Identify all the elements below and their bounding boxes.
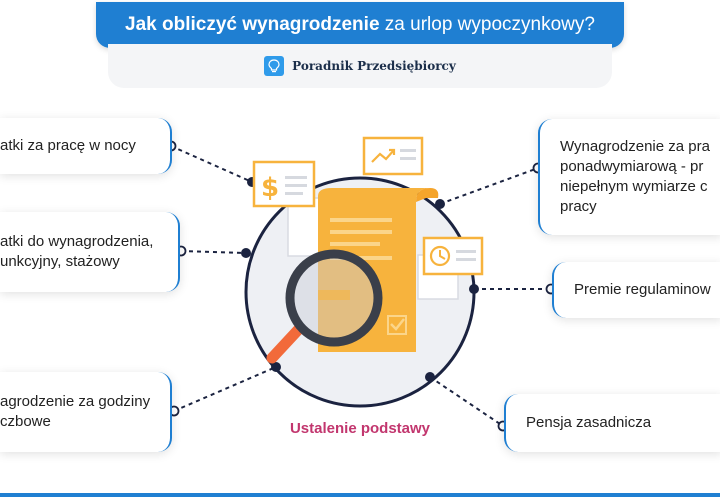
connector-left-3: [173, 366, 277, 412]
card-left-3: agrodzenie za godziny czbowe: [0, 372, 172, 452]
card-right-2-label: Premie regulaminow: [574, 281, 711, 298]
card-right-1-label: Wynagrodzenie za pra ponadwymiarową - pr…: [560, 138, 710, 215]
card-left-1-label: atki za pracę w nocy: [0, 137, 136, 154]
bottom-accent-line: [0, 493, 720, 497]
title-banner: Jak obliczyć wynagrodzenie za urlop wypo…: [96, 2, 624, 48]
clock-card-icon: [422, 236, 484, 276]
card-right-2: Premie regulaminow: [552, 262, 720, 318]
magnifying-glass-icon: [266, 249, 383, 364]
node-inner-left-3: [271, 362, 281, 372]
node-inner-right-1: [435, 199, 445, 209]
node-inner-right-3: [425, 372, 435, 382]
connector-right-3: [429, 376, 504, 427]
card-left-2-label: atki do wynagrodzenia, unkcyjny, stażowy: [0, 233, 154, 270]
card-left-1: atki za pracę w nocy: [0, 118, 172, 174]
connector-left-2: [180, 250, 247, 254]
card-right-1: Wynagrodzenie za pra ponadwymiarową - pr…: [538, 119, 720, 235]
card-right-3: Pensja zasadnicza: [504, 394, 720, 452]
svg-text:$: $: [261, 173, 279, 203]
title-bold: Jak obliczyć wynagrodzenie: [125, 14, 380, 35]
connector-left-1: [170, 145, 253, 183]
lightbulb-logo-icon: [264, 56, 285, 76]
card-left-2: atki do wynagrodzenia, unkcyjny, stażowy: [0, 212, 180, 292]
card-left-3-label: agrodzenie za godziny czbowe: [0, 393, 151, 430]
connector-right-1: [439, 167, 539, 205]
node-inner-right-2: [469, 284, 479, 294]
title-rest: za urlop wypoczynkowy?: [379, 14, 595, 35]
brand-bar: Poradnik Przedsiębiorcy: [108, 44, 612, 88]
brand-name: Poradnik Przedsiębiorcy: [292, 59, 456, 73]
dollar-card-icon: $: [252, 160, 316, 208]
trend-card-icon: [362, 136, 424, 176]
node-inner-left-2: [241, 248, 251, 258]
card-right-3-label: Pensja zasadnicza: [526, 414, 652, 431]
hub-label: Ustalenie podstawy: [289, 420, 431, 437]
